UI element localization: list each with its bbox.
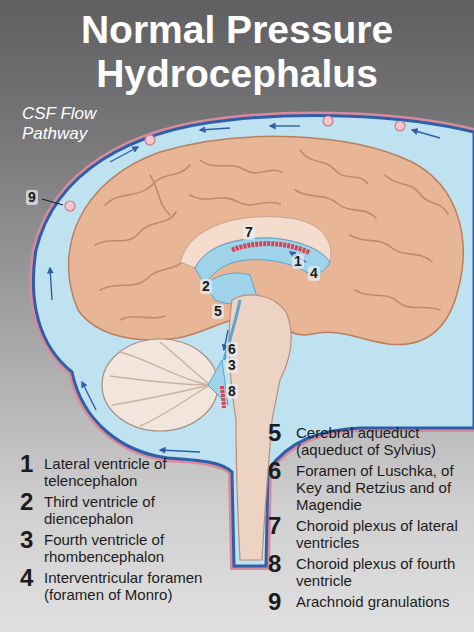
title: Normal Pressure Hydrocephalus <box>27 8 447 96</box>
key-number: 4 <box>20 566 33 590</box>
key-text: Choroid plexus of fourth ventricle <box>296 555 468 589</box>
callout-number: 2 <box>200 279 212 294</box>
key-text: Fourth ventricle of rhombencephalon <box>44 531 230 565</box>
callout-number: 3 <box>226 358 238 373</box>
callout-number: 7 <box>243 225 255 240</box>
key-text: Foramen of Luschka, of Key and Retzius a… <box>296 462 468 513</box>
key-number: 5 <box>268 421 281 445</box>
key-number: 3 <box>20 528 33 552</box>
callout-number: 9 <box>26 190 38 205</box>
callout-number: 5 <box>212 304 224 319</box>
callout-number: 6 <box>226 342 238 357</box>
key-number: 8 <box>268 552 281 576</box>
key-text: Interventricular foramen (foramen of Mon… <box>44 569 230 603</box>
key-text: Choroid plexus of lateral ventricles <box>296 517 468 551</box>
key-text: Lateral ventricle of telencephalon <box>44 455 230 489</box>
key-number: 1 <box>20 452 33 476</box>
subtitle: CSF Flow Pathway <box>22 104 122 144</box>
callout-number: 8 <box>226 384 238 399</box>
callout-number: 4 <box>308 266 320 281</box>
callout-number: 1 <box>292 254 304 269</box>
key-text: Arachnoid granulations <box>296 593 468 610</box>
key-number: 2 <box>20 490 33 514</box>
key-text: Third ventricle of diencephalon <box>44 493 230 527</box>
key-number: 7 <box>268 514 281 538</box>
key-number: 9 <box>268 590 281 614</box>
key-number: 6 <box>268 459 281 483</box>
key-text: Cerebral aqueduct (aqueduct of Sylvius) <box>296 424 468 458</box>
